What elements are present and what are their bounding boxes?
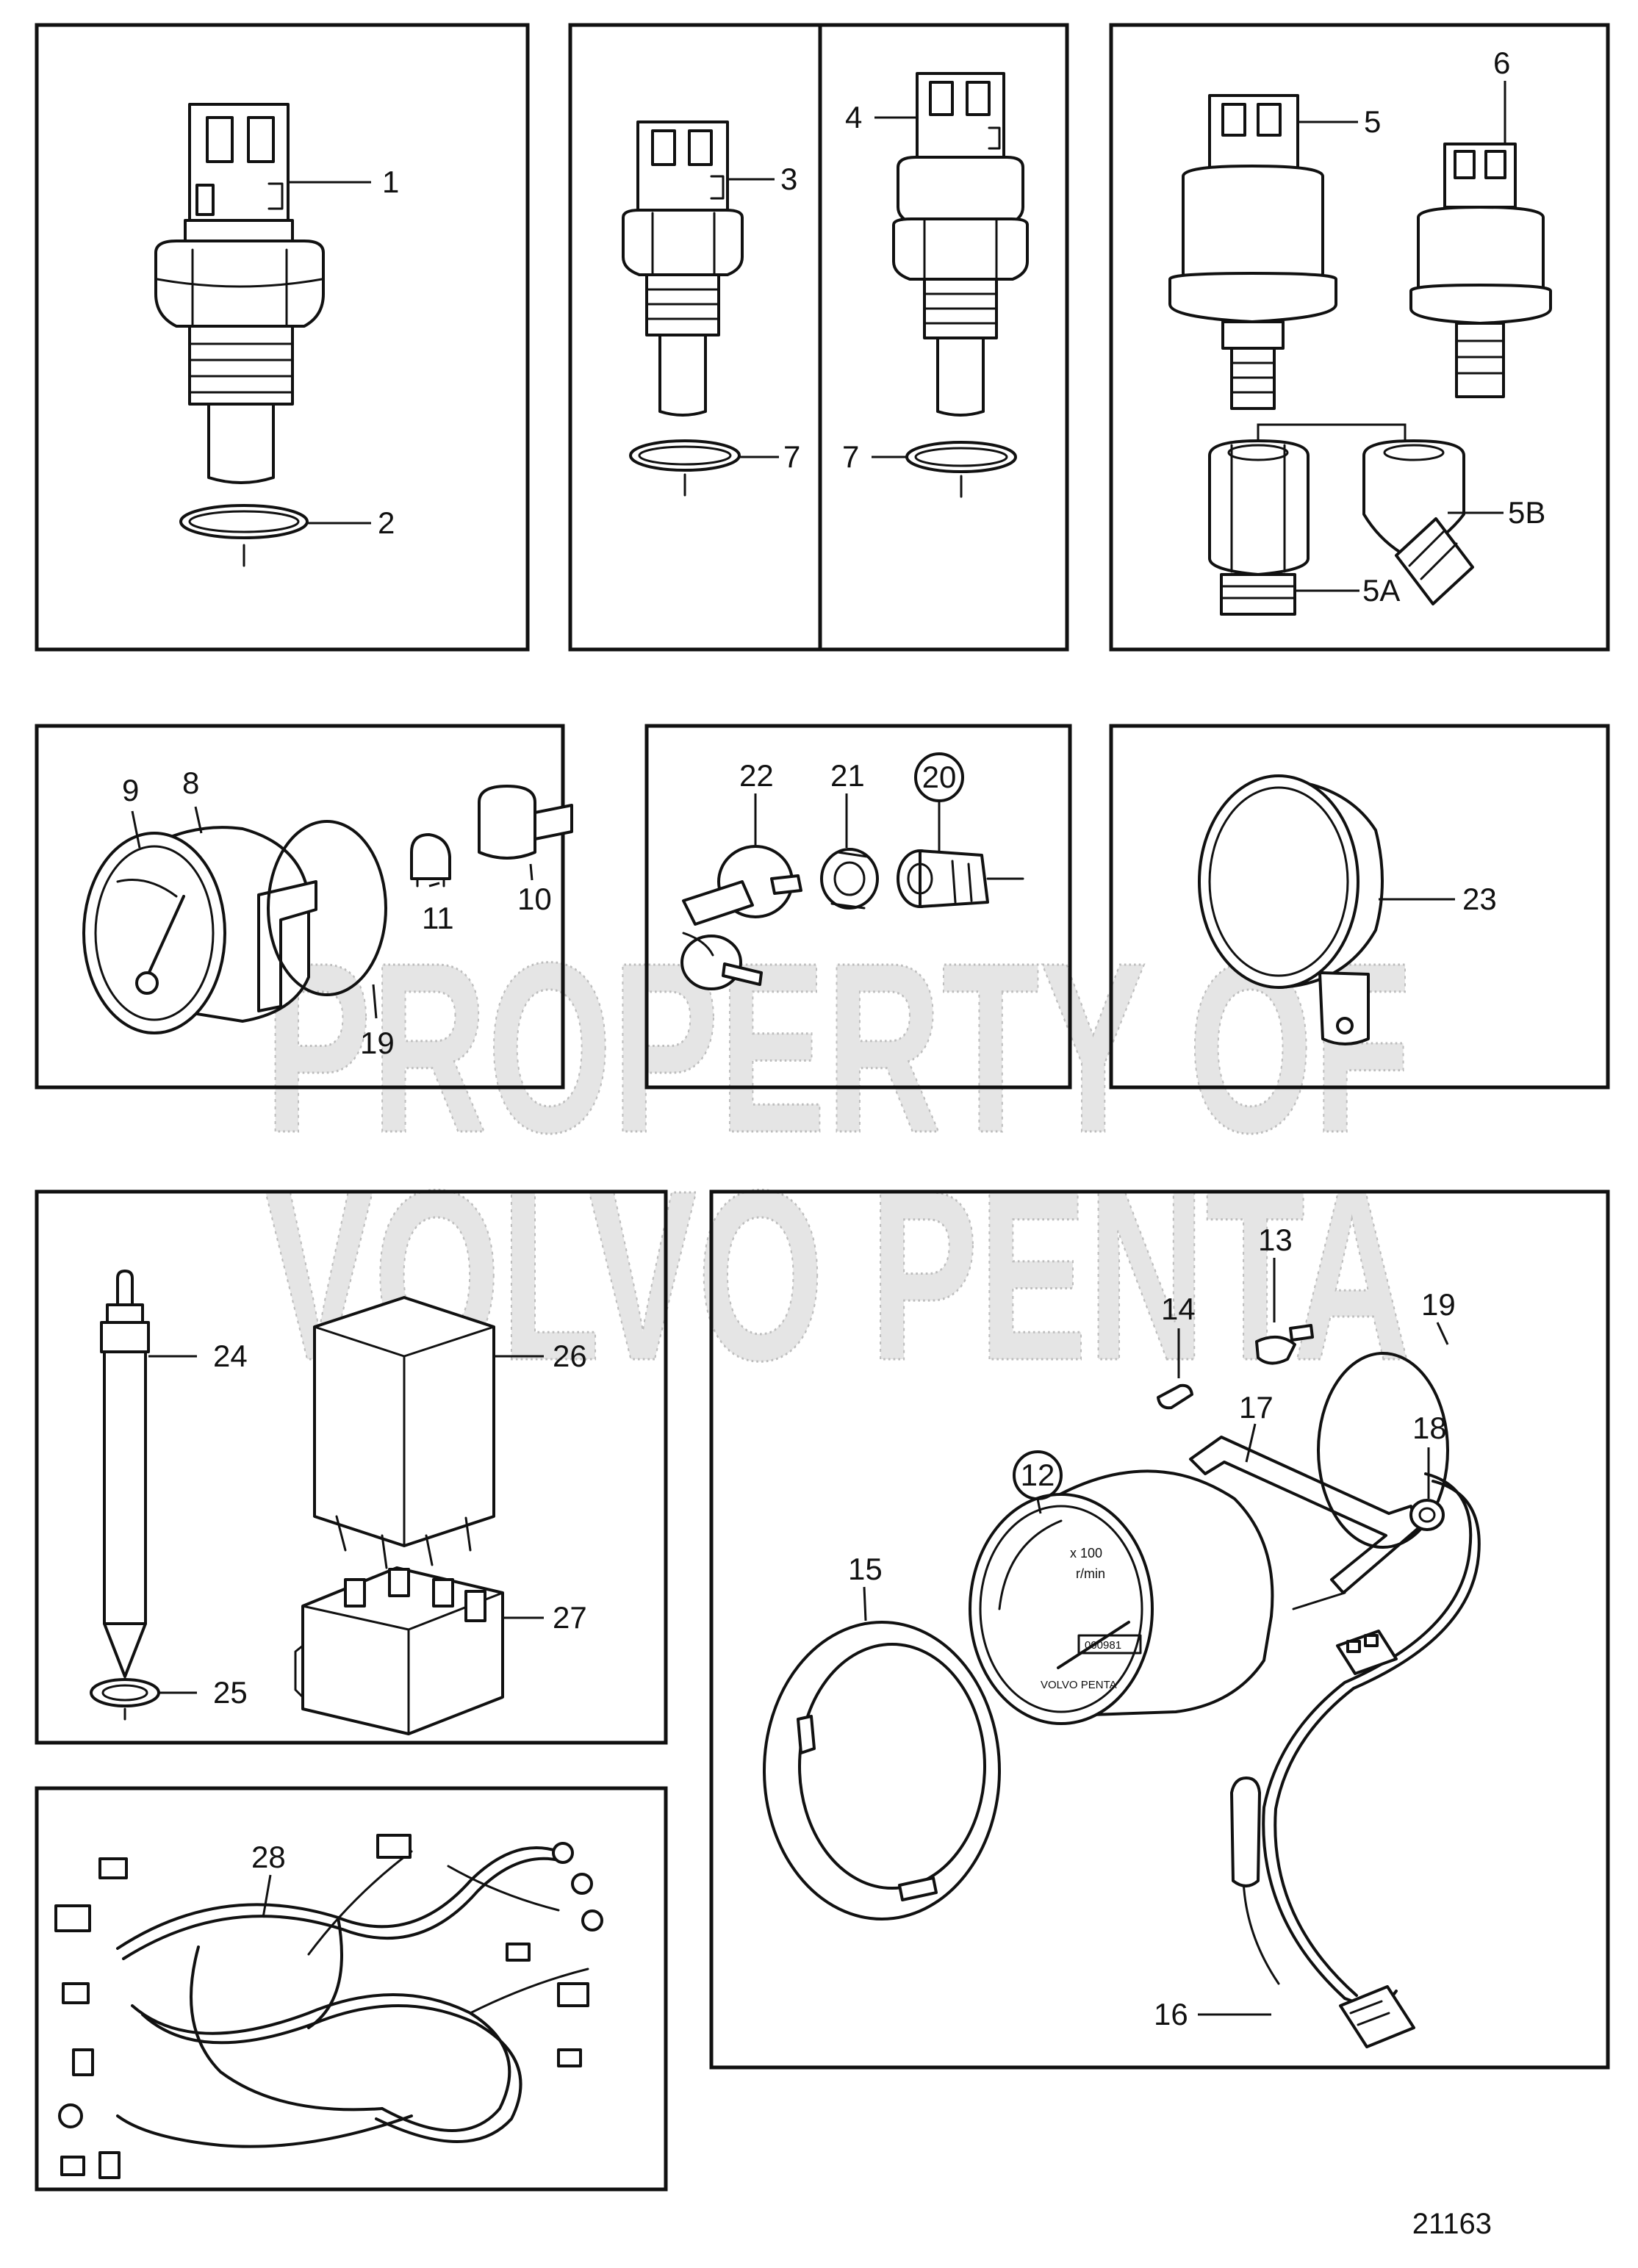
- panel-ignition: 22 21 20: [644, 724, 1072, 1090]
- panel-frame: [1109, 23, 1610, 652]
- panel-tachometer: 15 x 100 r/min 000981 VOLVO PENTA 12 17 …: [709, 1189, 1610, 2070]
- seal-ring-19: [267, 820, 387, 996]
- callout-15: 15: [848, 1552, 883, 1586]
- pressure-sender-6: [1409, 143, 1552, 398]
- seal-ring-19-tach: [1317, 1352, 1449, 1549]
- gauge-scale-label: x 100: [1070, 1546, 1102, 1560]
- cable-harness-28: [54, 1834, 603, 2179]
- callout-16: 16: [1154, 1997, 1188, 2031]
- callout-3: 3: [780, 162, 797, 196]
- panel-harness: 28: [35, 1786, 668, 2192]
- lamp-socket-13: [1255, 1324, 1314, 1365]
- callout-9: 9: [122, 773, 139, 807]
- callout-8: 8: [182, 766, 199, 800]
- callout-20: 20: [922, 760, 957, 794]
- gauge-brand-label: VOLVO PENTA: [1041, 1679, 1117, 1691]
- callout-12: 12: [1021, 1458, 1055, 1492]
- panel-frame: [35, 724, 565, 1090]
- callout-7a: 7: [783, 439, 800, 474]
- ignition-switch-20: [897, 849, 1024, 908]
- panel-pressure-senders: 5 6 5A: [1109, 23, 1610, 652]
- ring-nut-21: [820, 848, 879, 910]
- callout-13: 13: [1258, 1223, 1293, 1257]
- callout-17: 17: [1239, 1390, 1274, 1425]
- gauge-harness-16: [1230, 1472, 1481, 2048]
- callout-11: 11: [422, 901, 454, 935]
- panel-horn: 23: [1109, 724, 1610, 1090]
- panel-sensors-3-4: 3 7 4 7: [568, 23, 1069, 652]
- callout-14: 14: [1161, 1292, 1196, 1326]
- bezel-ring-15: [763, 1621, 1001, 1920]
- temperature-sender-1: [154, 103, 325, 567]
- knurled-nut-18: [1409, 1499, 1445, 1531]
- callout-19a: 19: [360, 1026, 395, 1060]
- panel-gauge-8: 9 8 11 10 19: [35, 724, 573, 1090]
- pressure-sender-5: [1168, 94, 1337, 410]
- panel-sensor-1: 1 2: [35, 23, 530, 652]
- callout-1: 1: [382, 165, 399, 199]
- callout-2: 2: [378, 505, 395, 540]
- mounting-bracket-17: [1189, 1436, 1420, 1610]
- callout-4: 4: [845, 100, 862, 134]
- warning-horn-23: [1198, 774, 1384, 1045]
- callout-26: 26: [553, 1339, 587, 1373]
- relay-socket-27: [294, 1566, 504, 1735]
- panel-frame: [35, 23, 530, 652]
- callout-28: 28: [251, 1840, 286, 1874]
- callout-18: 18: [1412, 1411, 1447, 1445]
- callout-23: 23: [1462, 882, 1497, 916]
- callout-21: 21: [830, 758, 865, 793]
- sensor-24: [90, 1270, 160, 1721]
- callout-22: 22: [739, 758, 774, 793]
- adapter-5a: [1208, 439, 1310, 616]
- panel-frame: [644, 724, 1072, 1090]
- callout-27: 27: [553, 1600, 587, 1635]
- gauge-8: [82, 826, 317, 1034]
- callout-7b: 7: [842, 439, 859, 474]
- figure-number: 21163: [1412, 2208, 1492, 2240]
- bulb-14: [1157, 1383, 1193, 1410]
- callout-6: 6: [1493, 46, 1510, 80]
- panel-relay: 24 25 26 27: [35, 1189, 668, 1745]
- key-cap-22: [680, 845, 802, 990]
- gauge-unit-label: r/min: [1076, 1566, 1105, 1581]
- gauge-hour-counter: 000981: [1085, 1639, 1121, 1652]
- temperature-sender-3: [622, 120, 744, 497]
- lamp-socket-10: [478, 785, 573, 860]
- panel-frame: [35, 1189, 668, 1745]
- callout-5a: 5A: [1362, 573, 1400, 608]
- panel-frame: [35, 1786, 668, 2192]
- bulb-11: [410, 833, 451, 888]
- panel-frame: [709, 1189, 1610, 2070]
- callout-25: 25: [213, 1675, 248, 1710]
- adapter-5b: [1362, 439, 1474, 605]
- panel-frame: [1109, 724, 1610, 1090]
- tachometer-12: x 100 r/min 000981 VOLVO PENTA: [969, 1469, 1274, 1725]
- callout-19b: 19: [1421, 1287, 1456, 1322]
- temperature-sender-4: [892, 72, 1029, 498]
- callout-10: 10: [517, 882, 552, 916]
- callout-5: 5: [1364, 104, 1381, 139]
- relay-26: [313, 1296, 495, 1569]
- callout-5b: 5B: [1508, 495, 1545, 530]
- callout-24: 24: [213, 1339, 248, 1373]
